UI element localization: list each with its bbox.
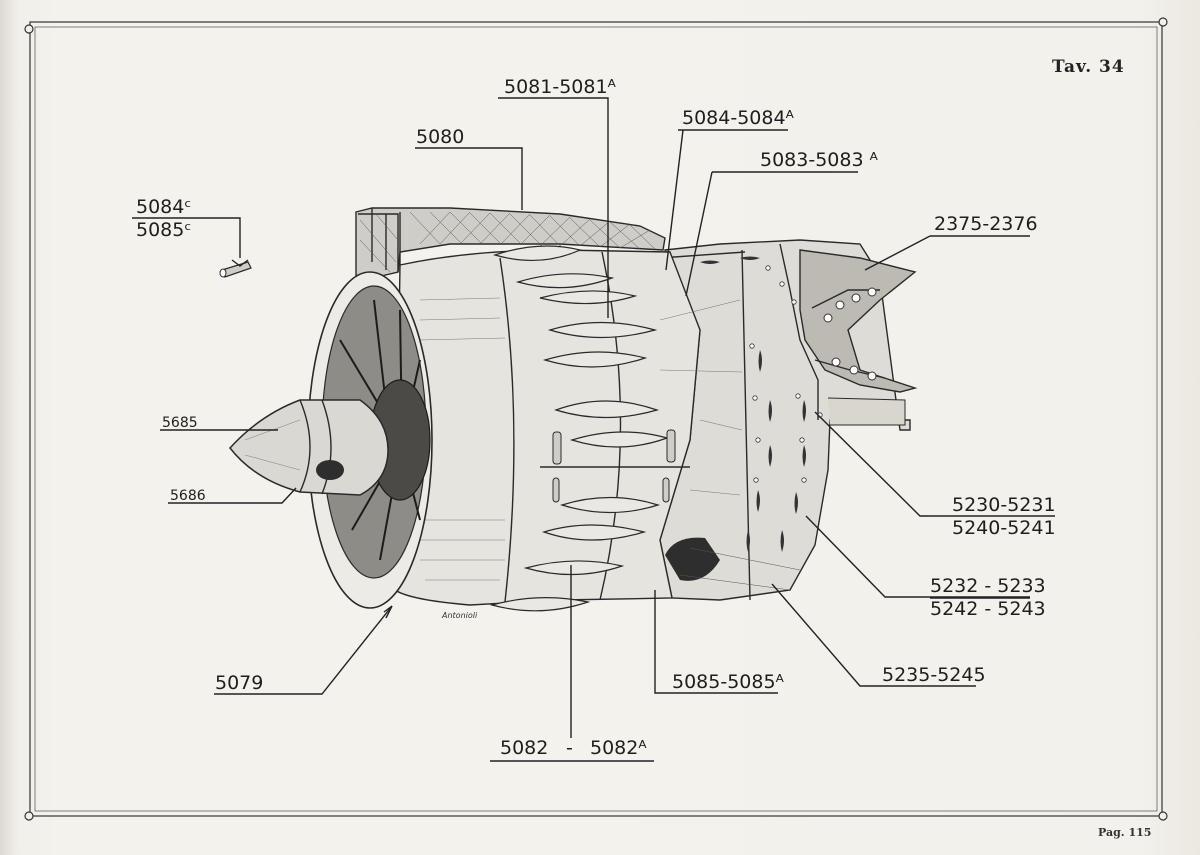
spinner: [229, 399, 389, 496]
label-5232-5233: 5232 - 5233: [930, 575, 1046, 597]
label-5079: 5079: [215, 672, 263, 694]
callout-labels: 5081-5081ᴬ 5084-5084ᴬ 5080 5083-5083 ᴬ 5…: [136, 76, 1056, 759]
label-5083-5083a: 5083-5083 ᴬ: [760, 149, 879, 171]
label-5082-dash: -: [566, 737, 573, 759]
label-5082a: 5082ᴬ: [590, 737, 647, 759]
latch-hinges: [552, 429, 676, 503]
leader-lines: [132, 97, 1055, 762]
label-5085-5085a: 5085-5085ᴬ: [672, 671, 785, 693]
label-5082: 5082: [500, 737, 548, 759]
artist-signature: Antonioli: [441, 611, 478, 620]
pin-part: [219, 261, 252, 278]
page-number: Pag. 115: [1098, 826, 1151, 839]
label-5085c: 5085ᶜ: [136, 219, 191, 241]
plate-title: Tav. 34: [1052, 57, 1125, 77]
label-5230-5231: 5230-5231: [952, 494, 1056, 516]
label-5685: 5685: [162, 415, 198, 431]
label-5686: 5686: [170, 488, 206, 504]
nacelle-louvres: [489, 245, 669, 612]
label-5084-5084a: 5084-5084ᴬ: [682, 107, 795, 129]
label-5080: 5080: [416, 126, 464, 148]
label-5084c: 5084ᶜ: [136, 196, 191, 218]
label-5081-5081a: 5081-5081ᴬ: [504, 76, 617, 98]
plate-frame: [24, 17, 1168, 821]
label-5235-5245: 5235-5245: [882, 664, 986, 686]
label-5240-5241: 5240-5241: [952, 517, 1056, 539]
engine-illustration: Antonioli: [219, 207, 918, 620]
label-5242-5243: 5242 - 5243: [930, 598, 1046, 620]
top-scoop: [355, 207, 666, 283]
label-2375-2376: 2375-2376: [934, 213, 1038, 235]
exhaust-scoop: [799, 249, 918, 426]
